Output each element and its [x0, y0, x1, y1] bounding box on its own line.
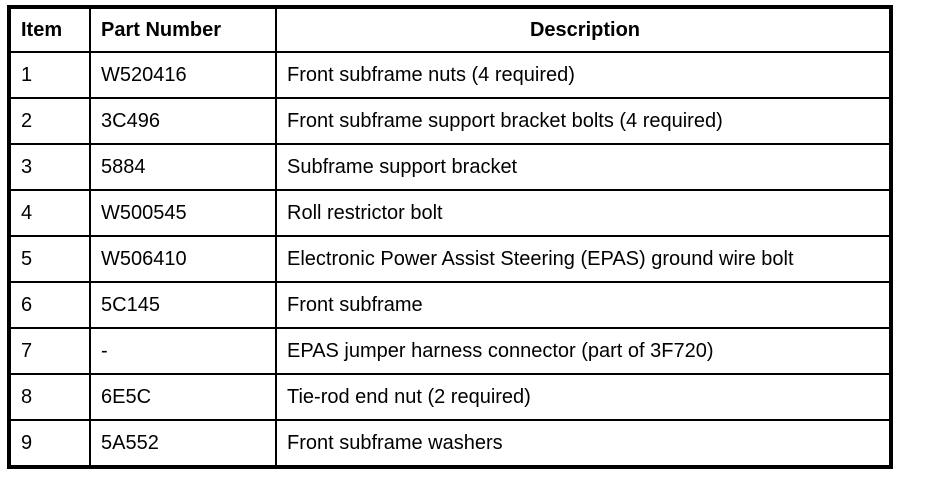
table-row: 5 W506410 Electronic Power Assist Steeri… [8, 235, 892, 283]
part-number-cell: 5884 [89, 143, 277, 191]
item-cell: 4 [8, 189, 91, 237]
part-number-cell: W500545 [89, 189, 277, 237]
item-cell: 3 [8, 143, 91, 191]
item-cell: 1 [8, 51, 91, 99]
column-header-item: Item [8, 6, 91, 53]
item-cell: 5 [8, 235, 91, 283]
description-cell: Roll restrictor bolt [275, 189, 892, 237]
table-row: 2 3C496 Front subframe support bracket b… [8, 97, 892, 145]
description-cell: Front subframe support bracket bolts (4 … [275, 97, 892, 145]
part-number-cell: 5A552 [89, 419, 277, 468]
part-number-cell: W520416 [89, 51, 277, 99]
description-cell: Front subframe nuts (4 required) [275, 51, 892, 99]
table-row: 9 5A552 Front subframe washers [8, 419, 892, 468]
parts-table-body: 1 W520416 Front subframe nuts (4 require… [8, 51, 892, 468]
item-cell: 6 [8, 281, 91, 329]
parts-table: Item Part Number Description 1 W520416 F… [7, 5, 893, 469]
part-number-cell: W506410 [89, 235, 277, 283]
item-cell: 2 [8, 97, 91, 145]
table-row: 1 W520416 Front subframe nuts (4 require… [8, 51, 892, 99]
header-row: Item Part Number Description [8, 6, 892, 53]
column-header-description: Description [275, 6, 892, 53]
part-number-cell: - [89, 327, 277, 375]
item-cell: 8 [8, 373, 91, 421]
column-header-part-number: Part Number [89, 6, 277, 53]
description-cell: EPAS jumper harness connector (part of 3… [275, 327, 892, 375]
table-row: 7 - EPAS jumper harness connector (part … [8, 327, 892, 375]
parts-table-header: Item Part Number Description [8, 6, 892, 53]
description-cell: Front subframe [275, 281, 892, 329]
description-cell: Electronic Power Assist Steering (EPAS) … [275, 235, 892, 283]
description-cell: Tie-rod end nut (2 required) [275, 373, 892, 421]
table-row: 4 W500545 Roll restrictor bolt [8, 189, 892, 237]
item-cell: 7 [8, 327, 91, 375]
part-number-cell: 6E5C [89, 373, 277, 421]
table-row: 8 6E5C Tie-rod end nut (2 required) [8, 373, 892, 421]
item-cell: 9 [8, 419, 91, 468]
table-row: 3 5884 Subframe support bracket [8, 143, 892, 191]
description-cell: Subframe support bracket [275, 143, 892, 191]
part-number-cell: 5C145 [89, 281, 277, 329]
table-row: 6 5C145 Front subframe [8, 281, 892, 329]
description-cell: Front subframe washers [275, 419, 892, 468]
part-number-cell: 3C496 [89, 97, 277, 145]
